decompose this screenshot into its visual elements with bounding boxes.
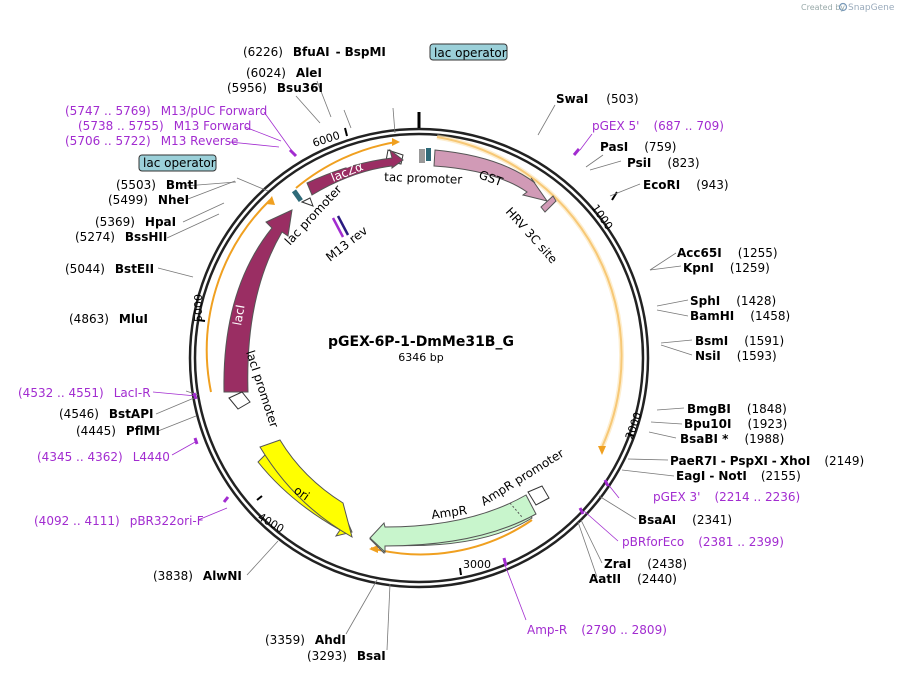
site-ecori[interactable]: EcoRI(943) xyxy=(643,178,729,192)
backbone-inner-ring xyxy=(193,132,645,584)
primer-pbrforeco[interactable]: pBRforEco(2381 .. 2399) xyxy=(622,535,784,549)
lac-operator-top-label: lac operator xyxy=(434,46,507,60)
laci-promoter-feature[interactable] xyxy=(228,391,251,410)
site-bsu36i[interactable]: (5956)Bsu36I xyxy=(227,81,323,95)
orf-lacz-arc xyxy=(295,141,397,189)
snapgene-logo-icon xyxy=(838,2,848,12)
primer-pgex5[interactable]: pGEX 5'(687 .. 709) xyxy=(592,119,724,133)
primer-amp-r[interactable]: Amp-R(2790 .. 2809) xyxy=(527,623,667,637)
m13-rev-label: M13 rev xyxy=(323,223,370,264)
lac-operator-left-box[interactable] xyxy=(138,154,217,172)
site-bstapi[interactable]: (4546)BstAPI xyxy=(59,407,153,421)
site-bsabi[interactable]: BsaBI *(1988) xyxy=(680,432,784,446)
tac-operator-box xyxy=(426,148,431,161)
lacz-alpha-feature-arrow[interactable] xyxy=(306,148,404,196)
tick-2000: 2000 xyxy=(623,411,645,442)
laci-feature-arrow[interactable] xyxy=(223,209,293,393)
primer-marks xyxy=(192,148,610,567)
primer-labels: pGEX 5'(687 .. 709) pGEX 3'(2214 .. 2236… xyxy=(18,104,800,637)
lac-operator-left-label: lac operator xyxy=(143,156,216,170)
site-eagi[interactable]: EagI-NotI(2155) xyxy=(676,469,801,483)
orf-laci-arrowhead xyxy=(266,196,275,205)
site-zrai[interactable]: ZraI(2438) xyxy=(604,557,687,571)
orf-laci-arc xyxy=(205,199,271,393)
primer-laci-r[interactable]: (4532 .. 4551)LacI-R xyxy=(18,386,151,400)
leader-lines xyxy=(155,80,693,651)
tick-6000: 6000 xyxy=(311,129,342,150)
site-ahdi[interactable]: (3359)AhdI xyxy=(265,633,346,647)
site-sphi[interactable]: SphI(1428) xyxy=(690,294,776,308)
site-pasi[interactable]: PasI(759) xyxy=(600,140,676,154)
lac-promoter-feature[interactable] xyxy=(300,197,314,207)
backbone-outer-ring xyxy=(188,127,650,589)
site-swai[interactable]: SwaI(503) xyxy=(556,92,639,106)
site-mlui[interactable]: (4863)MluI xyxy=(69,312,148,326)
site-nsii[interactable]: NsiI(1593) xyxy=(695,349,777,363)
site-hpai[interactable]: (5369)HpaI xyxy=(95,215,176,229)
left-site-labels: (6226)BfuAI-BspMI (6024)AleI (5956)Bsu36… xyxy=(59,45,386,663)
credit-brand: SnapGene xyxy=(848,3,895,13)
orf-gst-arrowhead xyxy=(598,446,606,455)
hrv-3c-site-feature[interactable] xyxy=(540,195,557,213)
orf-ampr-arrowhead xyxy=(369,545,378,553)
right-site-labels: SwaI(503) PasI(759) PsiI(823) EcoRI(943)… xyxy=(556,92,864,586)
site-paer7i[interactable]: PaeR7I-PspXI-XhoI(2149) xyxy=(670,454,864,468)
site-alwni[interactable]: (3838)AlwNI xyxy=(153,569,242,583)
site-bsteii[interactable]: (5044)BstEII xyxy=(65,262,154,276)
laci-promoter-label: lacI promoter xyxy=(243,349,281,430)
site-bmti[interactable]: (5503)BmtI xyxy=(116,178,198,192)
primer-m13-forward[interactable]: (5738 .. 5755)M13 Forward xyxy=(78,119,251,133)
site-psii[interactable]: PsiI(823) xyxy=(627,156,700,170)
primer-m13-puc-forward[interactable]: (5747 .. 5769)M13/pUC Forward xyxy=(65,104,267,118)
lac-operator-marker xyxy=(291,189,303,203)
site-aatii[interactable]: AatII(2440) xyxy=(589,572,677,586)
site-bamhi[interactable]: BamHI(1458) xyxy=(690,309,790,323)
site-bsaai[interactable]: BsaAI(2341) xyxy=(638,513,732,527)
primer-pbr322ori-f[interactable]: (4092 .. 4111)pBR322ori-F xyxy=(34,514,204,528)
plasmid-name: pGEX-6P-1-DmMe31B_G xyxy=(328,334,514,350)
hrv-3c-site-label: HRV 3C site xyxy=(503,205,560,267)
tick-3000: 3000 xyxy=(463,558,491,571)
site-pflmi[interactable]: (4445)PflMI xyxy=(76,424,160,438)
site-alei[interactable]: (6024)AleI xyxy=(246,66,322,80)
site-bfuai[interactable]: (6226)BfuAI-BspMI xyxy=(243,45,386,59)
orf-ampr-arc xyxy=(370,519,533,556)
credit-prefix: Created by xyxy=(801,3,845,12)
primer-l4440[interactable]: (4345 .. 4362)L4440 xyxy=(37,450,170,464)
site-nhei[interactable]: (5499)NheI xyxy=(108,193,189,207)
primer-m13-reverse[interactable]: (5706 .. 5722)M13 Reverse xyxy=(65,134,238,148)
tac-promoter-label: tac promoter xyxy=(384,170,463,187)
primer-leader-lines xyxy=(152,111,620,621)
primer-pgex3[interactable]: pGEX 3'(2214 .. 2236) xyxy=(653,490,800,504)
site-bsai[interactable]: (3293)BsaI xyxy=(307,649,386,663)
m13-rev-primer-mark[interactable] xyxy=(331,215,350,238)
lac-operator-top-box[interactable] xyxy=(429,43,508,61)
orf-lacz-arrowhead xyxy=(392,138,400,146)
site-acc65i[interactable]: Acc65I(1255) xyxy=(677,246,778,260)
site-kpni[interactable]: KpnI(1259) xyxy=(683,261,770,275)
laci-label: lacI xyxy=(230,304,247,327)
plasmid-size: 6346 bp xyxy=(398,351,443,364)
site-bsmi[interactable]: BsmI(1591) xyxy=(695,334,784,348)
tick-5000: 5000 xyxy=(192,294,205,322)
site-bmgbi[interactable]: BmgBI(1848) xyxy=(687,402,787,416)
ampr-label: AmpR xyxy=(430,503,467,522)
site-bpu10i[interactable]: Bpu10I(1923) xyxy=(684,417,787,431)
site-bsshii[interactable]: (5274)BssHII xyxy=(75,230,167,244)
ampr-promoter-feature[interactable] xyxy=(527,485,550,506)
